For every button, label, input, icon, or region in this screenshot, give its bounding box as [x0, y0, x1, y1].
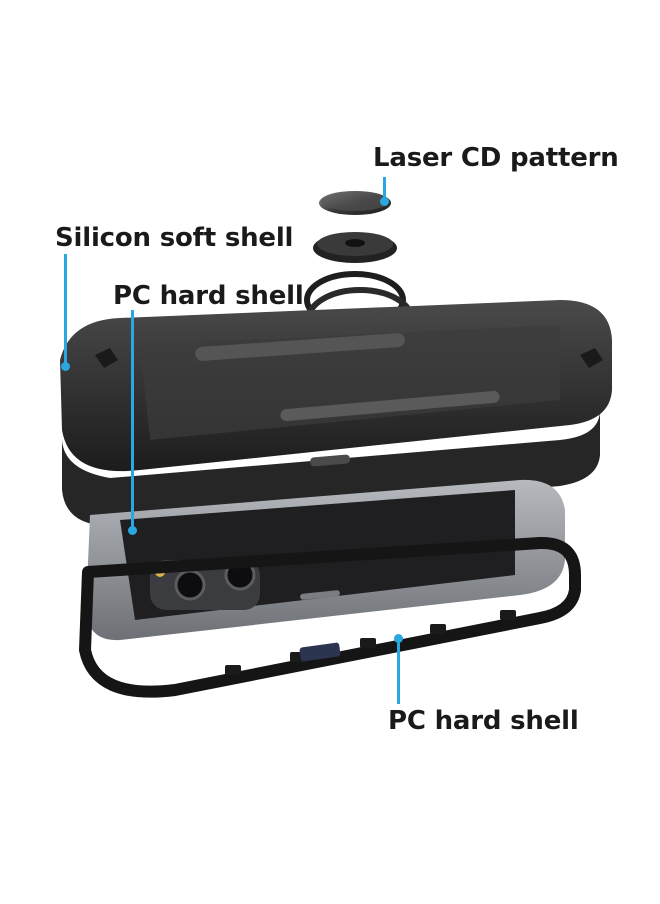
leader-line-silicon-shell [64, 254, 67, 366]
leader-line-laser-cd [383, 177, 386, 202]
leader-dot-laser-cd [380, 197, 389, 206]
pc-hard-shell-lower [79, 537, 581, 698]
laser-cd-disc [319, 191, 391, 215]
camera-module [150, 559, 260, 610]
leader-dot-pc-upper [128, 526, 137, 535]
pc-hard-shell-upper [62, 410, 600, 526]
leader-line-pc-lower [397, 638, 400, 704]
leader-dot-pc-lower [394, 634, 403, 643]
ring-mount [313, 232, 397, 263]
frame-button-cutout [299, 642, 341, 662]
callout-silicon-soft-shell: Silicon soft shell [55, 223, 294, 253]
silicon-soft-shell [60, 300, 612, 472]
callout-pc-hard-shell-upper: PC hard shell [113, 281, 304, 311]
callout-laser-cd-pattern: Laser CD pattern [373, 143, 619, 173]
callout-pc-hard-shell-lower: PC hard shell [388, 706, 579, 736]
leader-line-pc-upper [131, 310, 134, 530]
leader-dot-silicon-shell [61, 362, 70, 371]
frame-clips [225, 610, 516, 675]
